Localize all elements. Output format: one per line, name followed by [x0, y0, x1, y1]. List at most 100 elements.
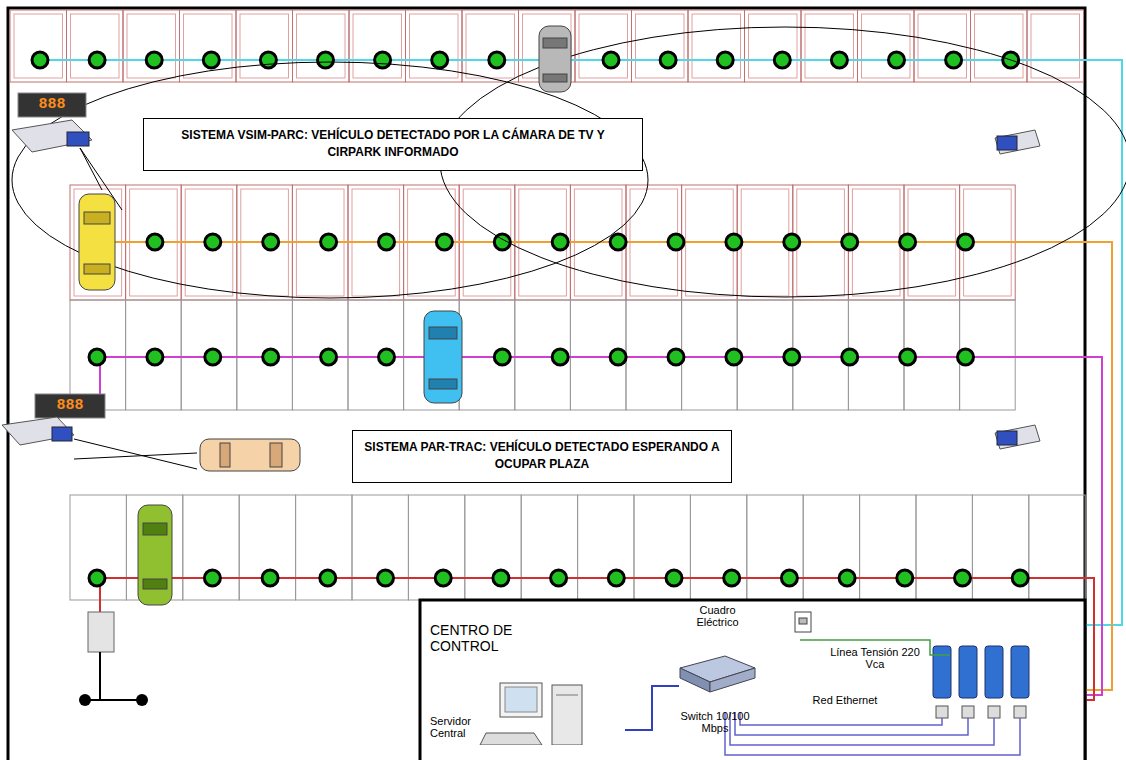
- node-label: Cuadro Eléctrico: [685, 604, 750, 628]
- parking-space: [515, 300, 571, 410]
- wire-label: Red Ethernet: [800, 694, 890, 706]
- space-sensor: [89, 570, 105, 586]
- parking-space: [465, 495, 521, 600]
- parking-space: [975, 14, 1024, 78]
- space-sensor: [958, 349, 974, 365]
- space-sensor: [552, 349, 568, 365]
- parking-space: [916, 495, 972, 600]
- equipment: Servidor Central: [430, 675, 625, 757]
- parking-space: [71, 14, 120, 78]
- space-sensor: [781, 570, 797, 586]
- space-sensor: [726, 349, 742, 365]
- parking-space: [1031, 14, 1080, 78]
- parking-space: [14, 14, 63, 78]
- parking-space: [236, 10, 293, 82]
- parking-space: [240, 14, 289, 78]
- sw-icon: [665, 638, 765, 708]
- parking-space: [692, 14, 741, 78]
- parking-space: [74, 189, 122, 296]
- parking-space: [408, 495, 464, 600]
- parking-space: [575, 10, 632, 82]
- caption-box: SISTEMA VSIM-PARC: VEHÍCULO DETECTADO PO…: [143, 118, 643, 171]
- parking-space: [459, 300, 515, 410]
- space-sensor: [831, 52, 847, 68]
- parking-space: [570, 300, 626, 410]
- space-sensor: [668, 234, 684, 250]
- cars: [79, 26, 571, 605]
- parking-space: [634, 495, 690, 600]
- ethernet-port: [988, 706, 1000, 718]
- space-sensor: [724, 570, 740, 586]
- space-sensor: [552, 234, 568, 250]
- parking-space: [353, 14, 402, 78]
- parking-space: [801, 10, 858, 82]
- meter: [79, 612, 148, 706]
- parking-space: [803, 495, 859, 600]
- space-sensor: [610, 234, 626, 250]
- space-sensor: [839, 570, 855, 586]
- space-sensor: [784, 234, 800, 250]
- parking-space: [466, 14, 515, 78]
- parking-space: [858, 10, 915, 82]
- space-sensor: [946, 52, 962, 68]
- space-sensor: [493, 570, 509, 586]
- space-sensor: [203, 52, 219, 68]
- node-label: Switch 10/100 Mbps: [670, 710, 760, 734]
- sensors: [32, 52, 1028, 586]
- ethernet-port: [1014, 706, 1026, 718]
- parking-space: [793, 300, 849, 410]
- parking-space: [126, 300, 182, 410]
- space-sensor: [889, 52, 905, 68]
- parking-space: [636, 14, 685, 78]
- caption-text: SISTEMA PAR-TRAC: VEHÍCULO DETECTADO ESP…: [363, 439, 721, 474]
- parking-space: [745, 10, 802, 82]
- space-sensor: [435, 570, 451, 586]
- space-sensor: [146, 52, 162, 68]
- space-sensor: [774, 52, 790, 68]
- space-sensor: [900, 349, 916, 365]
- space-sensor: [717, 52, 733, 68]
- parking-space: [1029, 495, 1085, 600]
- space-sensor: [89, 52, 105, 68]
- space-sensor: [263, 349, 279, 365]
- space-sensor: [32, 52, 48, 68]
- space-sensor: [378, 570, 394, 586]
- display-digits: 888: [37, 397, 103, 414]
- parking-space: [690, 495, 746, 600]
- space-sensor: [321, 234, 337, 250]
- space-sensor: [958, 234, 974, 250]
- parking-space: [462, 10, 519, 82]
- space-sensor: [610, 349, 626, 365]
- parking-space: [632, 10, 689, 82]
- ethernet-port: [962, 706, 974, 718]
- space-sensor: [842, 234, 858, 250]
- caption-text: SISTEMA VSIM-PARC: VEHÍCULO DETECTADO PO…: [154, 127, 632, 162]
- space-sensor: [489, 52, 505, 68]
- space-sensor: [551, 570, 567, 586]
- wire-label: Línea Tensión 220 Vca: [830, 646, 920, 670]
- parking-border: [8, 8, 1085, 760]
- caption-box: SISTEMA PAR-TRAC: VEHÍCULO DETECTADO ESP…: [352, 430, 732, 483]
- space-sensor: [379, 234, 395, 250]
- parking-space: [67, 10, 124, 82]
- space-sensor: [320, 570, 336, 586]
- parking-space: [1027, 10, 1084, 82]
- display-digits: 888: [20, 96, 84, 113]
- control-area: [420, 600, 1085, 760]
- space-sensor: [955, 570, 971, 586]
- space-sensor: [603, 52, 619, 68]
- space-sensor: [784, 349, 800, 365]
- parking-space: [521, 495, 577, 600]
- parking-space: [123, 10, 180, 82]
- parking-space: [688, 10, 745, 82]
- concentrator: [933, 646, 951, 698]
- parking-space: [971, 10, 1028, 82]
- control-equipment: [725, 640, 1029, 755]
- parking-space: [860, 495, 916, 600]
- parking-space: [972, 495, 1028, 600]
- space-sensor: [205, 234, 221, 250]
- parking-space: [237, 300, 293, 410]
- control-center: CENTRO DE CONTROLServidor CentralSwitch …: [420, 600, 1085, 760]
- space-sensor: [205, 349, 221, 365]
